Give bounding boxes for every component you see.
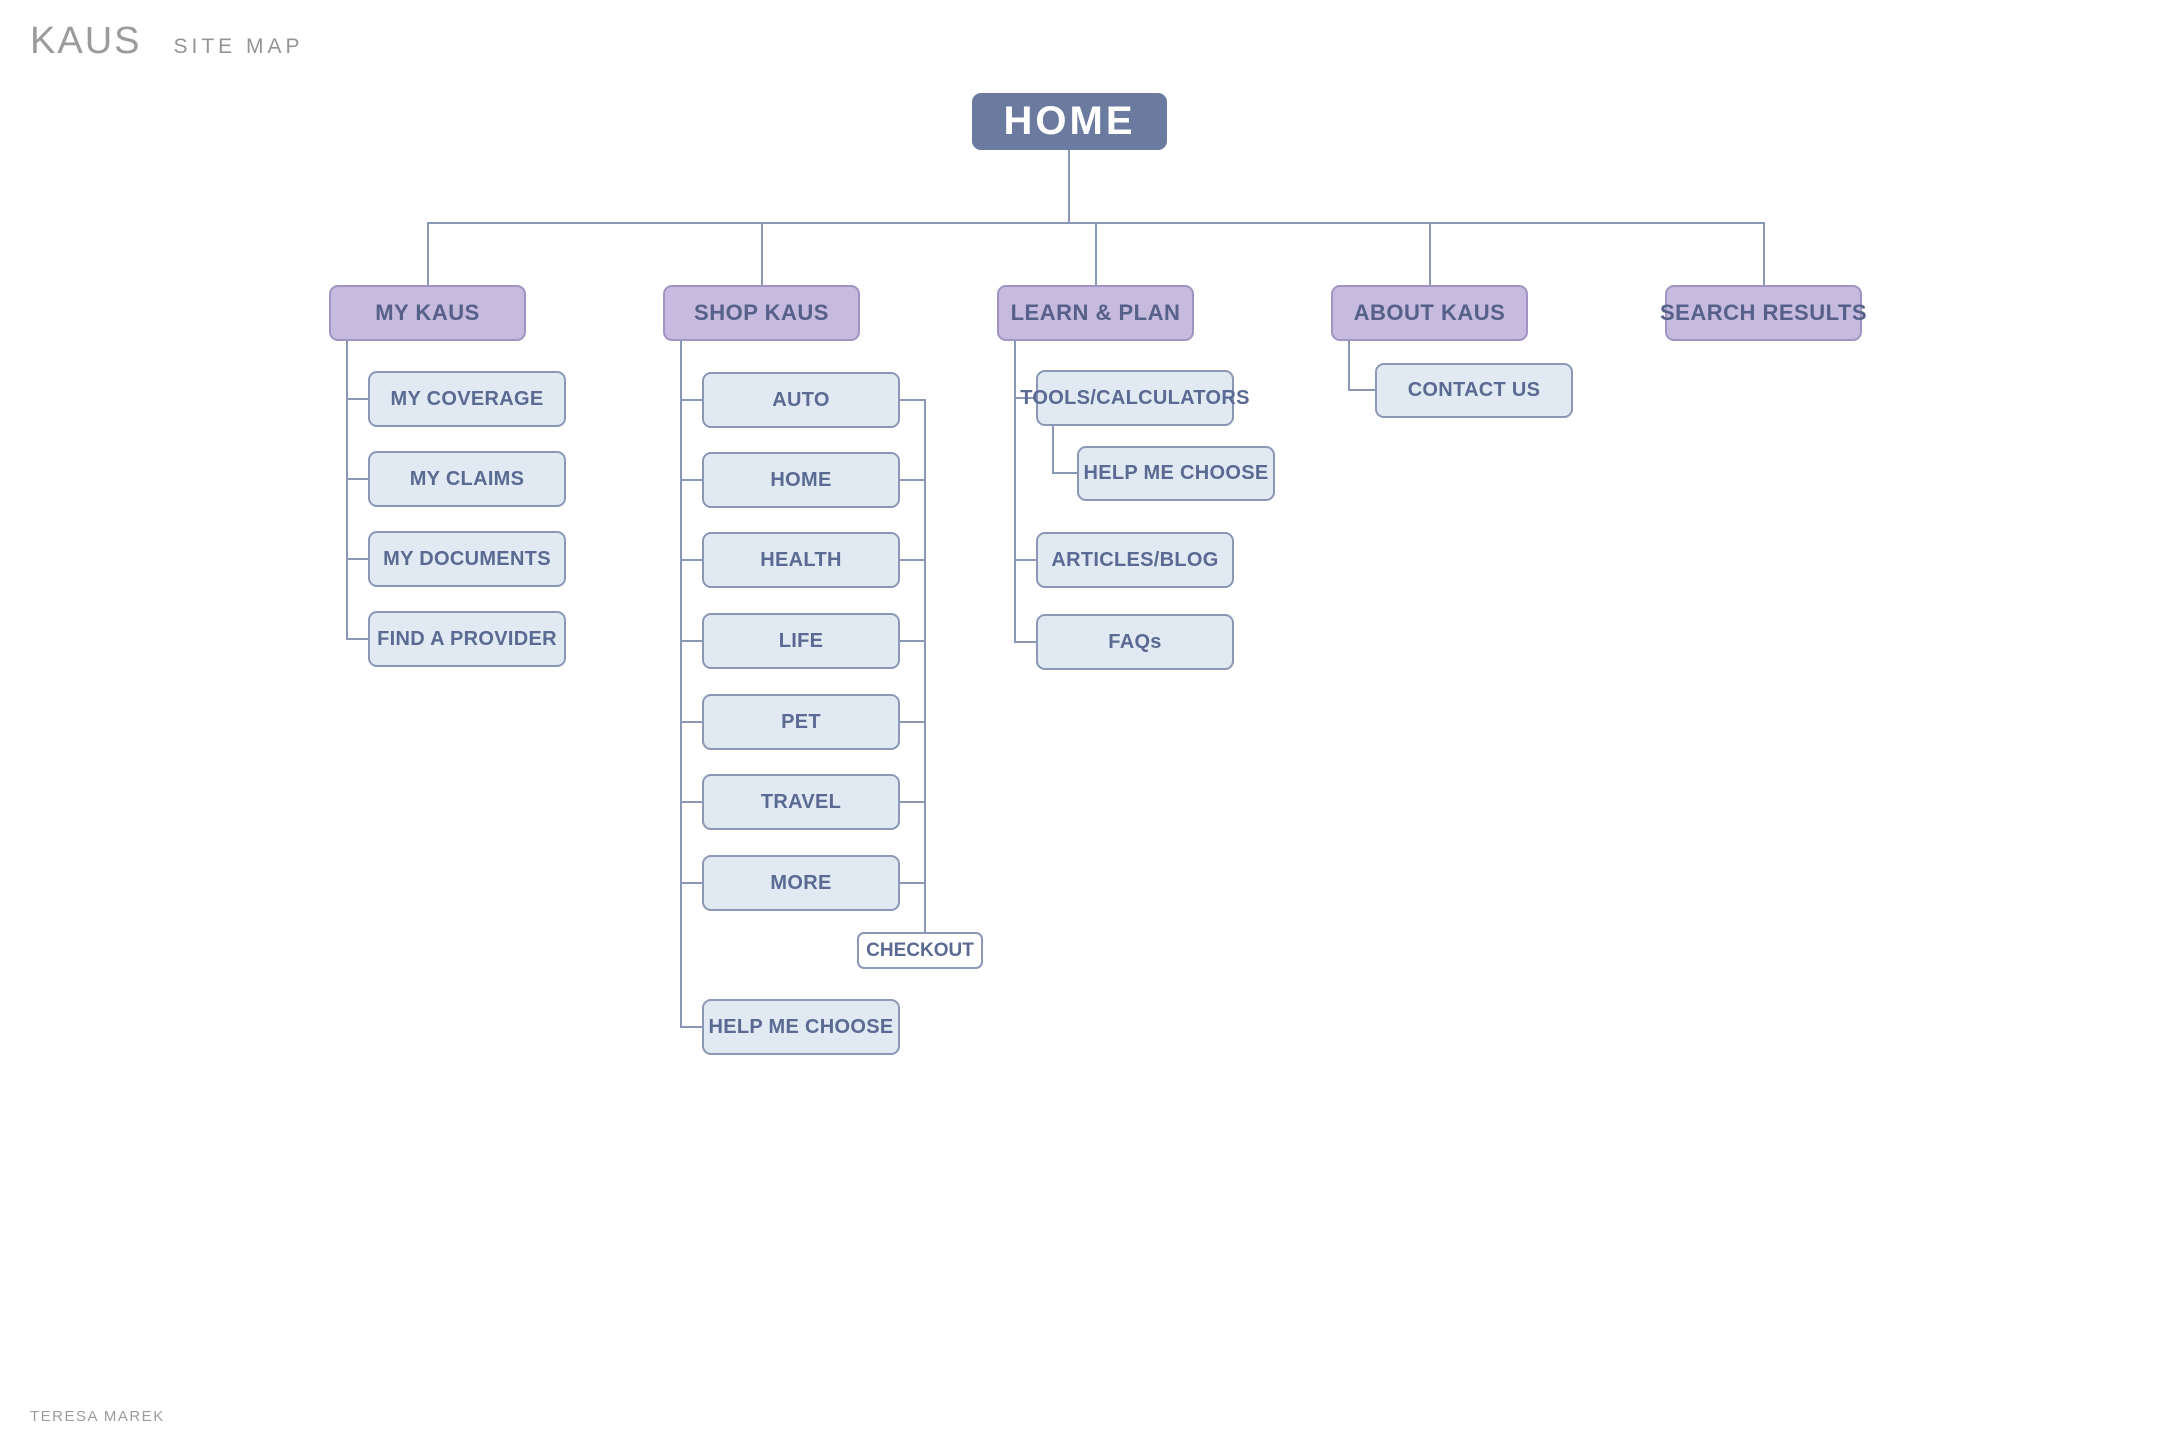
connector-stub [899, 559, 924, 561]
node-learn-plan: LEARN & PLAN [997, 285, 1194, 341]
connector-drop-search-results [1763, 222, 1765, 285]
connector-stub [1014, 559, 1036, 561]
connector-stub [346, 478, 368, 480]
connector-home-stub [1068, 150, 1070, 222]
logo: KAUS SITE MAP [30, 20, 304, 63]
connector-stub [680, 399, 702, 401]
connector-stub [346, 638, 368, 640]
node-my-kaus: MY KAUS [329, 285, 526, 341]
node-shop-help-me-choose: HELP ME CHOOSE [702, 999, 900, 1055]
node-pet: PET [702, 694, 900, 750]
connector-rail-shop-left [680, 341, 682, 1028]
connector-stub [680, 801, 702, 803]
connector-stub [1014, 397, 1036, 399]
connector-drop-shop-kaus [761, 222, 763, 285]
connector-rail-my-kaus [346, 341, 348, 640]
connector-drop-learn-plan [1095, 222, 1097, 285]
connector-rail-shop-right [924, 399, 926, 932]
connector-drop-my-kaus [427, 222, 429, 285]
connector-about-vert [1348, 341, 1350, 391]
node-more: MORE [702, 855, 900, 911]
connector-tools-stub [1052, 472, 1077, 474]
node-find-a-provider: FIND A PROVIDER [368, 611, 566, 667]
node-my-claims: MY CLAIMS [368, 451, 566, 507]
connector-stub [899, 801, 924, 803]
connector-stub [680, 882, 702, 884]
connector-stub [899, 882, 924, 884]
node-checkout: CHECKOUT [857, 932, 983, 969]
connector-stub [680, 640, 702, 642]
connector-stub [680, 479, 702, 481]
connector-stub [899, 479, 924, 481]
page-title: SITE MAP [173, 35, 304, 58]
connector-stub [680, 721, 702, 723]
connector-stub [1014, 641, 1036, 643]
node-search-results: SEARCH RESULTS [1660, 285, 1867, 341]
node-life: LIFE [702, 613, 900, 669]
node-contact-us: CONTACT US [1375, 363, 1573, 418]
connector-drop-about-kaus [1429, 222, 1431, 285]
node-tools-calculators: TOOLS/CALCULATORS [1020, 370, 1249, 426]
connector-about-stub [1348, 389, 1375, 391]
node-about-kaus: ABOUT KAUS [1331, 285, 1528, 341]
node-faqs: FAQs [1036, 614, 1234, 670]
node-home-insurance: HOME [702, 452, 900, 508]
node-my-documents: MY DOCUMENTS [368, 531, 566, 587]
brand-name: KAUS [30, 20, 142, 62]
node-shop-kaus: SHOP KAUS [663, 285, 860, 341]
author-credit: TERESA MAREK [30, 1408, 165, 1425]
connector-tools-vert [1052, 426, 1054, 474]
connector-stub [899, 721, 924, 723]
node-auto: AUTO [702, 372, 900, 428]
connector-rail-learn [1014, 341, 1016, 643]
connector-stub [680, 1026, 702, 1028]
connector-stub [899, 399, 924, 401]
node-learn-help-me-choose: HELP ME CHOOSE [1077, 446, 1275, 501]
node-home: HOME [972, 93, 1167, 150]
node-my-coverage: MY COVERAGE [368, 371, 566, 427]
connector-stub [680, 559, 702, 561]
connector-stub [346, 558, 368, 560]
connector-stub [899, 640, 924, 642]
node-health: HEALTH [702, 532, 900, 588]
node-travel: TRAVEL [702, 774, 900, 830]
node-articles-blog: ARTICLES/BLOG [1036, 532, 1234, 588]
connector-stub [346, 398, 368, 400]
